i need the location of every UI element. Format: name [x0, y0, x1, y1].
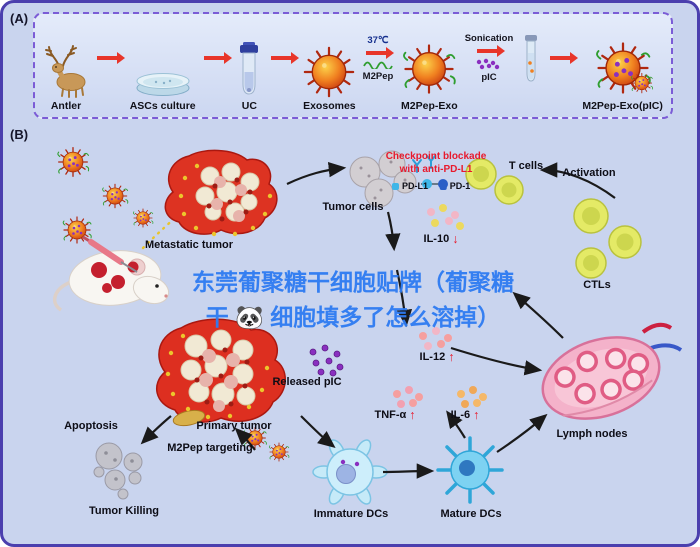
m2pep-pic-exosome-icon [591, 38, 655, 98]
il10-dots-icon [427, 204, 464, 230]
centrifuge-tube-icon [240, 42, 259, 95]
panel-a-tag: (A) [10, 11, 29, 26]
tnfa-label: TNF-α↑ [374, 408, 415, 422]
pd-1-chip [439, 183, 447, 191]
mature-dc-graphic [436, 436, 504, 504]
pd-1-label: PD-1 [439, 181, 471, 191]
deer-antler-icon [45, 45, 86, 98]
released-pic-label: Released pIC [272, 376, 342, 388]
sonication-tube-icon [524, 35, 537, 82]
immature-dc-graphic [312, 439, 388, 505]
sonication-label: Sonication [464, 33, 514, 44]
flow-arrow [548, 18, 578, 98]
pd-l1-label: PD-L1 [391, 181, 429, 191]
step-arrow-icon [549, 52, 578, 64]
metastatic-tumor-graphic [164, 149, 278, 237]
step-antler: Antler [43, 18, 89, 112]
lymph-nodes-label: Lymph nodes [556, 428, 628, 440]
checkpoint-line2: with anti-PD-L1 [399, 163, 473, 175]
immature-dcs-label: Immature DCs [313, 508, 389, 520]
primary-tumor-label: Primary tumor [196, 420, 272, 432]
pd-l1-chip [391, 183, 399, 191]
flow-arrow [95, 18, 126, 98]
mouse-icon [52, 250, 170, 312]
il6-text: IL-6 [450, 409, 471, 421]
pd-1-text: PD-1 [449, 181, 471, 191]
il6-dots-icon [457, 386, 487, 408]
watermark-line2: 干 🐼 细胞填多了怎么溶掉） [205, 303, 501, 330]
temperature-label: 37℃ [367, 34, 389, 46]
il12-text: IL-12 [419, 351, 446, 363]
step-label: ASCs culture [129, 100, 196, 112]
ctls-label: CTLs [583, 279, 611, 291]
step-label: M2Pep-Exo [401, 100, 458, 112]
petri-dish-icon [136, 73, 190, 96]
il12-label: IL-12↑ [420, 350, 455, 364]
tumor-cells-label: Tumor cells [322, 201, 384, 213]
step-ascs-culture: ASCs culture [130, 18, 196, 112]
step-uc: UC [236, 18, 262, 112]
metastatic-tumor-label: Metastatic tumor [144, 239, 234, 251]
panel-a-workflow: Antler ASCs culture UC [33, 12, 673, 119]
pic-dots-icon [476, 58, 500, 70]
flow-arrow [202, 18, 233, 98]
checkpoint-line1: Checkpoint blockade [385, 151, 487, 162]
step-m2pep-exo-pic: M2Pep-Exo(pIC) [582, 18, 663, 112]
il12-up-arrow-icon: ↑ [448, 350, 455, 364]
sonication-arrow-group: Sonication pIC [465, 18, 514, 98]
pathway-diagram-graphic [52, 120, 683, 505]
il10-text: IL-10 [423, 233, 450, 245]
tnfa-text: TNF-α [374, 409, 407, 421]
exosome-icon [304, 46, 355, 98]
activation-label: Activation [562, 167, 616, 179]
tnfa-up-arrow-icon: ↑ [409, 408, 416, 422]
tumor-killing-label: Tumor Killing [88, 505, 160, 517]
il10-label: IL-10↓ [424, 232, 459, 246]
pd-l1-text: PD-L1 [401, 181, 429, 191]
step-m2pep-exo: M2Pep-Exo [400, 18, 458, 112]
step-arrow-icon [204, 52, 233, 64]
flow-arrow [269, 18, 299, 98]
il12-dots-icon [419, 327, 452, 350]
panel-b-tag: (B) [10, 127, 29, 142]
watermark-text: 东莞葡聚糖干细胞贴牌（葡聚糖 干 🐼 细胞填多了怎么溶掉） [192, 265, 514, 334]
il10-down-arrow-icon: ↓ [452, 232, 459, 246]
ctl-cells-graphic [573, 198, 642, 279]
tnfa-dots-icon [393, 386, 423, 408]
step-label: M2Pep-Exo(pIC) [582, 100, 663, 112]
m2pep-label: M2Pep [362, 70, 394, 82]
m2pep-arrow-group: 37℃ M2Pep [362, 18, 394, 98]
t-cells-graphic [465, 158, 524, 205]
syringe-icon [82, 235, 138, 273]
exosome-particles [58, 148, 153, 243]
tumor-cells-graphic [349, 150, 417, 208]
antibody-icon [412, 155, 436, 173]
t-cells-label: T cells [508, 160, 544, 172]
step-arrow-icon [365, 46, 394, 59]
checkpoint-blockade-label: Checkpoint blockade with anti-PD-L1 [386, 151, 487, 176]
step-label: Exosomes [303, 100, 356, 112]
released-pic-dots-icon [309, 344, 344, 377]
watermark-line1: 东莞葡聚糖干细胞贴牌（葡聚糖 [192, 269, 514, 295]
step-arrow-icon [97, 52, 126, 64]
il6-label: IL-6↑ [451, 408, 480, 422]
primary-tumor-graphic [155, 318, 286, 427]
m2pep-exosome-icon [400, 40, 458, 98]
flow-arrows [140, 161, 616, 479]
lymph-node-graphic [541, 322, 683, 420]
m2pep-targeting-label: M2Pep targeting [167, 442, 253, 454]
step-arrow-icon [270, 52, 299, 64]
apoptosis-graphic [93, 442, 143, 500]
mature-dcs-label: Mature DCs [440, 508, 502, 520]
apoptosis-label: Apoptosis [64, 420, 118, 432]
step-sonication-tube [520, 18, 542, 112]
m2pep-squiggle-icon [363, 61, 393, 69]
step-exosomes: Exosomes [303, 18, 356, 112]
step-label: UC [241, 100, 257, 112]
pic-label: pIC [481, 72, 497, 83]
step-label: Antler [50, 100, 82, 112]
il6-up-arrow-icon: ↑ [473, 408, 480, 422]
step-arrow-icon [476, 45, 505, 57]
